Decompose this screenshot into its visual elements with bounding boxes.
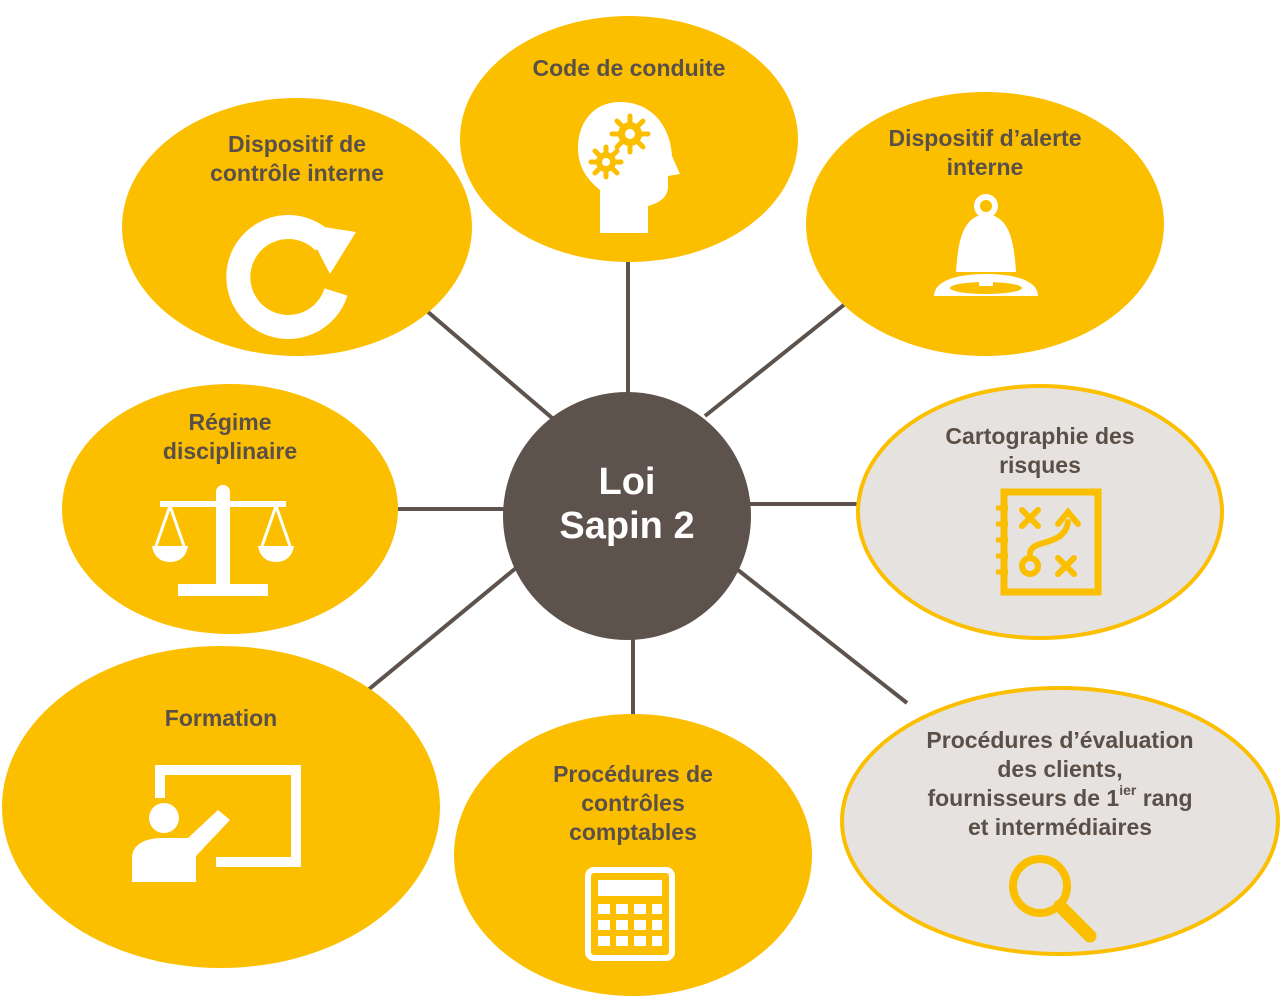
node-label: Code de conduite — [532, 55, 726, 81]
node-label: contrôles — [581, 790, 685, 816]
node-label: Cartographie des — [945, 423, 1135, 449]
node-controles-comptables: Procédures de contrôles comptables — [454, 714, 812, 996]
node-label: fournisseurs de 1 — [927, 785, 1120, 811]
center-title-line: Loi — [598, 461, 656, 503]
connector-line — [426, 310, 560, 425]
node-label: et intermédiaires — [967, 814, 1153, 840]
calculator-icon — [585, 867, 675, 961]
magnifier-icon — [1009, 855, 1097, 943]
scales-icon — [152, 485, 294, 596]
node-formation: Formation — [2, 646, 440, 968]
node-label: interne — [946, 154, 1024, 180]
node-label: Régime — [188, 409, 272, 435]
center-title-line: Sapin 2 — [559, 505, 695, 547]
node-code-de-conduite: Code de conduite — [460, 16, 798, 262]
node-cartographie-risques: Cartographie des risques — [856, 384, 1224, 640]
node-evaluation-tiers: Procédures d’évaluation des clients, fou… — [840, 686, 1280, 956]
center-node-loi-sapin-2: Loi Sapin 2 — [503, 392, 751, 640]
node-controle-interne: Dispositif de contrôle interne — [122, 98, 472, 356]
node-alerte-interne: Dispositif d’alerte interne — [806, 92, 1164, 356]
node-label: des clients, — [997, 756, 1123, 782]
teacher-board-icon — [132, 765, 301, 882]
node-label: Procédures de — [553, 761, 713, 787]
node-label: disciplinaire — [162, 438, 298, 464]
node-label: risques — [999, 452, 1081, 478]
node-label: contrôle interne — [210, 160, 384, 186]
connector-line — [736, 568, 909, 705]
head-gears-icon — [578, 102, 680, 233]
node-label: Dispositif de — [227, 131, 366, 157]
node-label: rang — [1136, 785, 1193, 811]
refresh-arrow-icon — [226, 215, 356, 339]
strategy-board-icon — [996, 488, 1102, 596]
node-label: comptables — [569, 819, 697, 845]
bell-icon — [934, 194, 1038, 296]
node-label: Formation — [164, 705, 278, 731]
node-label: Procédures d’évaluation — [926, 727, 1194, 753]
superscript: ier — [1119, 782, 1137, 799]
node-label: Dispositif d’alerte — [888, 125, 1082, 151]
connector-line — [366, 566, 518, 692]
node-regime-disciplinaire: Régime disciplinaire — [62, 384, 398, 634]
connector-line — [703, 298, 852, 418]
